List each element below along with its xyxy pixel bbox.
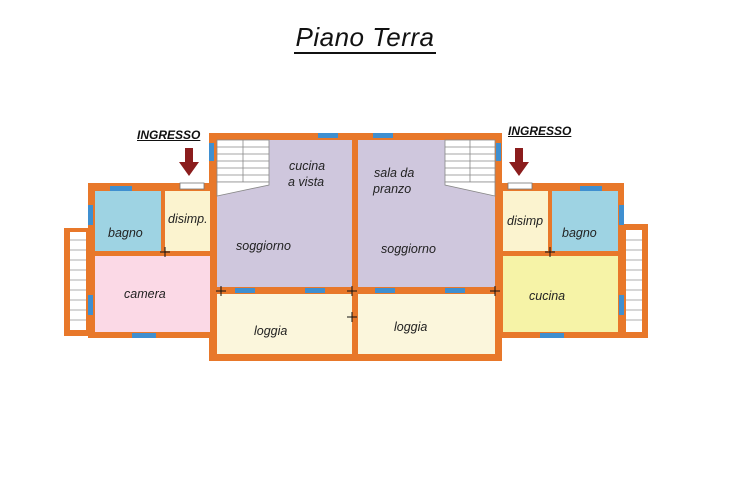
fill-left-stair	[70, 232, 86, 330]
window	[235, 288, 255, 293]
entrance-arrows	[179, 148, 529, 176]
right-internal-stair	[444, 139, 496, 197]
arrow-down-icon	[509, 148, 529, 176]
label-right-hall: disimp	[507, 214, 544, 228]
window	[209, 143, 214, 161]
entrance-label-right: INGRESSO	[508, 124, 572, 138]
label-right-kitchen: cucina	[529, 289, 566, 303]
fill-right-kitchen	[503, 256, 618, 332]
window	[88, 205, 93, 225]
label-right-bathroom: bagno	[562, 226, 597, 240]
title-text: Piano Terra	[293, 22, 437, 54]
label-left-kitchen-2: a vista	[288, 175, 325, 189]
window	[445, 288, 465, 293]
doors	[179, 182, 533, 190]
fill-left-bathroom	[95, 191, 161, 251]
window	[373, 133, 393, 138]
window	[375, 288, 395, 293]
label-left-bedroom: camera	[124, 287, 166, 301]
fill-left-loggia	[217, 294, 352, 354]
window	[580, 186, 602, 191]
external-stairs	[70, 239, 642, 321]
window	[305, 288, 325, 293]
window	[318, 133, 338, 138]
entrance-label-left: INGRESSO	[137, 128, 201, 142]
label-left-loggia: loggia	[254, 324, 288, 338]
window	[619, 295, 624, 315]
label-left-kitchen-1: cucina	[289, 159, 326, 173]
internal-stairs	[216, 139, 496, 197]
fill-left-hall	[165, 191, 210, 251]
fill-right-hall	[503, 191, 548, 251]
label-right-dining-2: pranzo	[373, 182, 412, 196]
label-right-living: soggiorno	[381, 242, 436, 256]
windows	[88, 133, 624, 338]
fill-left-bedroom	[95, 256, 210, 332]
label-right-dining-1: sala da	[374, 166, 415, 180]
arrow-down-icon	[179, 148, 199, 176]
fill-right-bathroom	[552, 191, 618, 251]
window	[496, 143, 501, 161]
window	[88, 295, 93, 315]
window	[619, 205, 624, 225]
label-left-living: soggiorno	[236, 239, 291, 253]
window	[132, 333, 156, 338]
window	[110, 186, 132, 191]
window	[540, 333, 564, 338]
room-fills	[70, 140, 642, 354]
fill-right-loggia	[358, 294, 495, 354]
page-title: Piano Terra	[0, 22, 730, 54]
wall-markers	[160, 247, 555, 322]
left-internal-stair	[216, 139, 270, 197]
label-left-bathroom: bagno	[108, 226, 143, 240]
entrance-door-right	[507, 182, 533, 190]
label-left-hall: disimp.	[168, 212, 208, 226]
label-right-loggia: loggia	[394, 320, 428, 334]
entrance-door-left	[179, 182, 205, 190]
fill-right-stair	[626, 230, 642, 332]
